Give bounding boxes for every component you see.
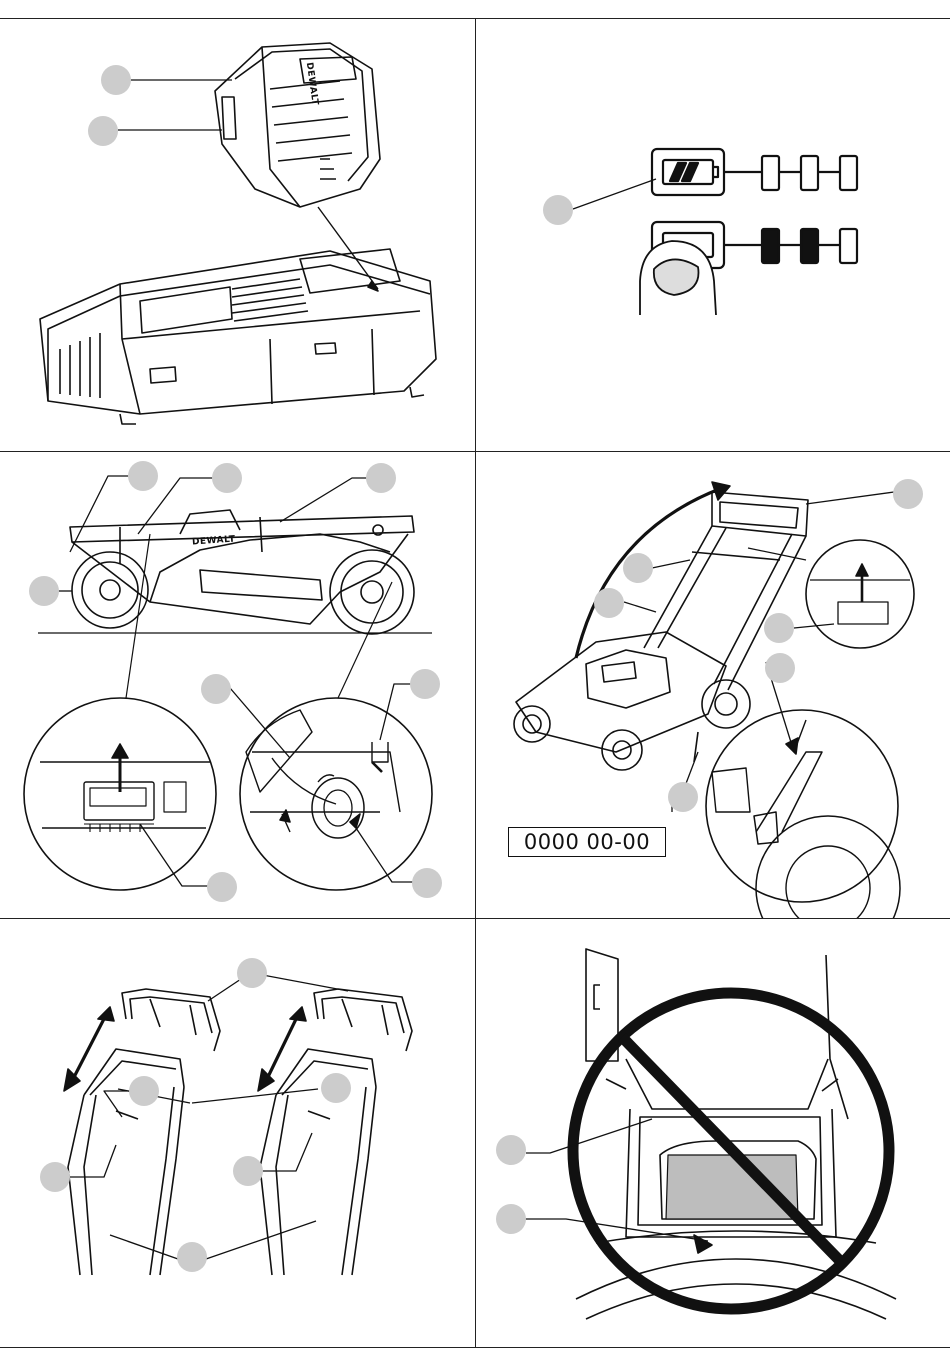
detail-circle-lock <box>706 710 898 902</box>
callout-marker <box>594 588 624 618</box>
panel-fuel-gauge <box>476 19 950 451</box>
handle-left <box>68 989 220 1275</box>
battery-pack <box>215 43 380 207</box>
callout-marker <box>233 1156 263 1186</box>
callout-marker <box>668 782 698 812</box>
charger-body <box>40 249 436 424</box>
callout-marker <box>212 463 242 493</box>
callout-marker <box>764 613 794 643</box>
callout-marker <box>177 1242 207 1272</box>
bottom-rule <box>0 1347 950 1348</box>
callout-marker <box>410 669 440 699</box>
callout-marker <box>29 576 59 606</box>
battery-gauge-icon <box>652 149 857 195</box>
callout-marker <box>496 1204 526 1234</box>
callout-marker <box>543 195 573 225</box>
callout-marker <box>765 653 795 683</box>
callout-marker <box>623 553 653 583</box>
panel-handle-height <box>0 919 474 1347</box>
detail-circle-latch <box>806 540 914 648</box>
no-entry-icon <box>573 993 889 1309</box>
panel-mower-side-view: DEWALT <box>0 452 474 918</box>
callout-marker <box>40 1162 70 1192</box>
battery-compartment <box>666 1155 798 1219</box>
finger-press-icon <box>640 241 716 315</box>
callout-marker <box>321 1073 351 1103</box>
callout-marker <box>207 872 237 902</box>
callout-marker <box>366 463 396 493</box>
callout-marker <box>893 479 923 509</box>
leader-line <box>573 179 656 209</box>
callout-marker <box>88 116 118 146</box>
serial-number-label: 0000 00-00 <box>508 827 666 857</box>
callout-marker <box>412 868 442 898</box>
callout-marker <box>128 461 158 491</box>
panel-prohibited <box>476 919 950 1347</box>
panel-battery-charger: DEWALT <box>0 19 474 451</box>
callout-marker <box>201 674 231 704</box>
callout-marker <box>496 1135 526 1165</box>
mower-side <box>70 510 414 634</box>
callout-marker <box>237 958 267 988</box>
callout-marker <box>129 1076 159 1106</box>
callout-marker <box>101 65 131 95</box>
detail-circle-left <box>24 698 216 890</box>
